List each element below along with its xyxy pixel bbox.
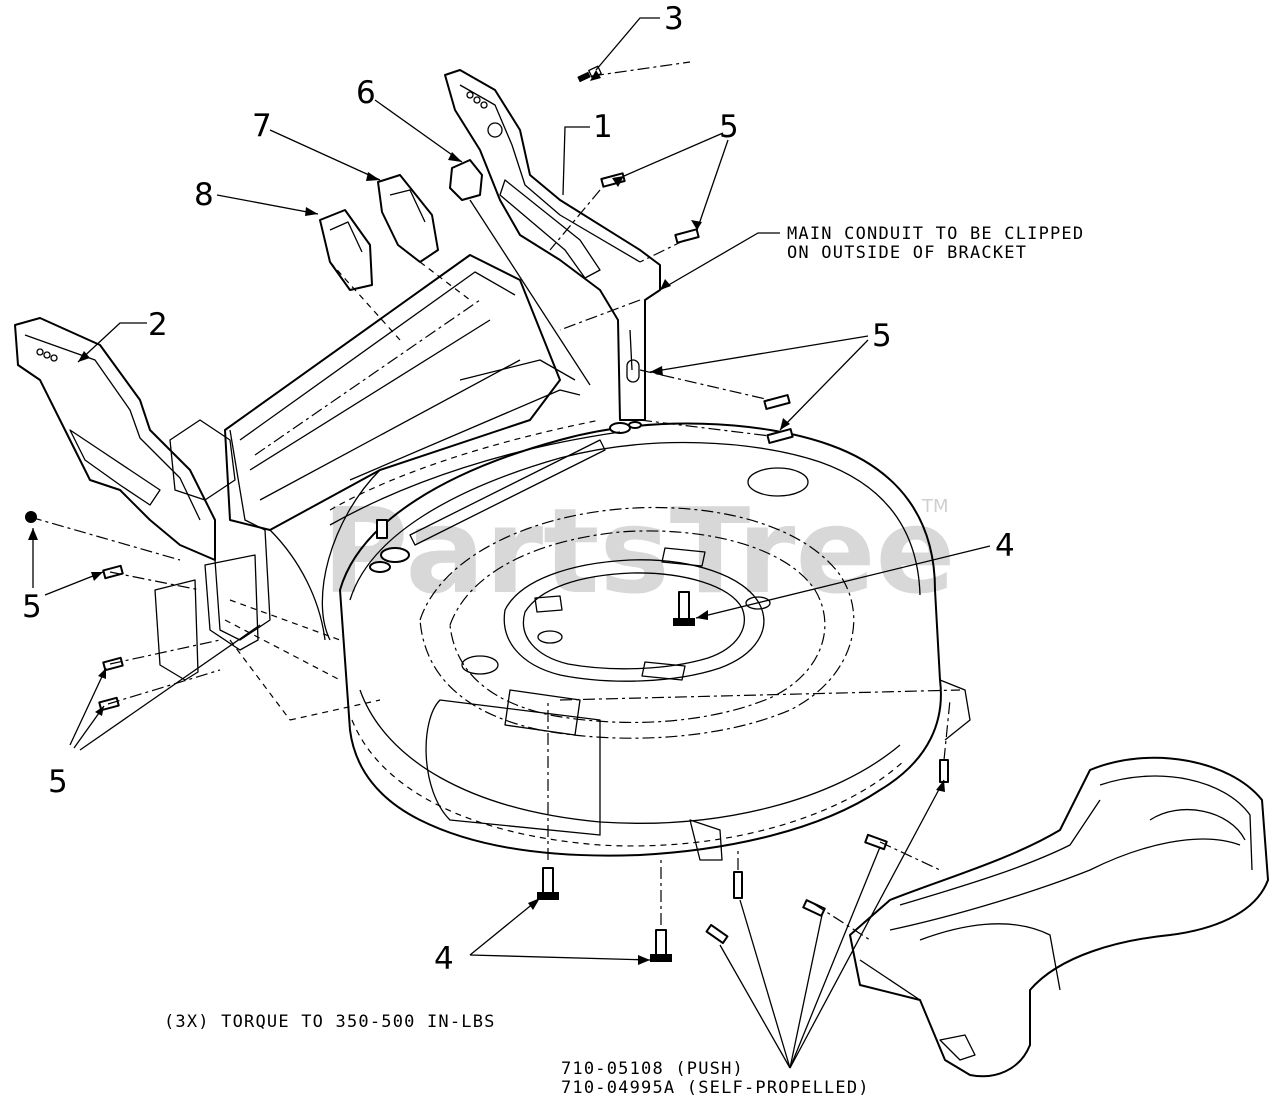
callout-5-top: 5 bbox=[719, 109, 739, 145]
bolt-4-deck-icon bbox=[376, 519, 388, 539]
watermark: PartsTree TM bbox=[322, 482, 956, 620]
bolt-5-right-a-icon bbox=[763, 394, 791, 410]
leader-lines bbox=[32, 17, 991, 1069]
assembly-lines bbox=[29, 61, 961, 941]
part-number-push: 710-05108 (PUSH) bbox=[561, 1059, 744, 1079]
fasteners bbox=[25, 65, 949, 962]
screw-bumper-e-icon bbox=[705, 923, 729, 945]
callout-3: 3 bbox=[664, 1, 684, 37]
rear-frame bbox=[214, 254, 581, 721]
screw-bumper-b-icon bbox=[864, 833, 888, 851]
safety-key-parts bbox=[319, 159, 591, 386]
watermark-text: PartsTree bbox=[322, 482, 956, 620]
rear-bumper bbox=[849, 756, 1269, 1078]
screw-bumper-c-icon bbox=[733, 871, 743, 899]
bolt-4-center-icon bbox=[673, 591, 695, 626]
screw-bumper-a-icon bbox=[939, 759, 949, 783]
callout-2: 2 bbox=[148, 307, 168, 343]
callout-6: 6 bbox=[356, 75, 376, 111]
deck-housing bbox=[329, 419, 971, 861]
callout-5-left: 5 bbox=[22, 589, 42, 625]
torque-note: (3X) TORQUE TO 350-500 IN-LBS bbox=[164, 1012, 496, 1032]
notes: MAIN CONDUIT TO BE CLIPPED ON OUTSIDE OF… bbox=[164, 224, 1084, 1098]
part-number-self-propelled: 710-04995A (SELF-PROPELLED) bbox=[561, 1078, 870, 1098]
callout-5-right: 5 bbox=[872, 318, 892, 354]
callout-4-center: 4 bbox=[995, 528, 1015, 564]
bolt-5-right-b-icon bbox=[766, 428, 794, 444]
screw-bumper-d-icon bbox=[802, 899, 826, 917]
watermark-trademark: TM bbox=[921, 496, 949, 517]
callout-1: 1 bbox=[593, 109, 613, 145]
left-handle-bracket bbox=[14, 317, 259, 681]
arrowheads bbox=[28, 70, 945, 965]
conduit-note-line2: ON OUTSIDE OF BRACKET bbox=[787, 243, 1027, 263]
bolt-4-bottom-b-icon bbox=[650, 929, 672, 962]
callout-numbers: 3 1 5 6 7 8 2 5 5 5 4 4 bbox=[22, 1, 1015, 977]
bolt-4-bottom-a-icon bbox=[537, 867, 559, 900]
right-handle-bracket bbox=[444, 69, 661, 421]
callout-8: 8 bbox=[194, 177, 214, 213]
bolt-5-top-a-icon bbox=[600, 172, 626, 188]
callout-5-lower-left: 5 bbox=[48, 764, 68, 800]
callout-7: 7 bbox=[252, 108, 272, 144]
callout-4-bottom: 4 bbox=[434, 941, 454, 977]
conduit-note-line1: MAIN CONDUIT TO BE CLIPPED bbox=[787, 224, 1084, 244]
bolt-5-top-b-icon bbox=[674, 228, 700, 244]
